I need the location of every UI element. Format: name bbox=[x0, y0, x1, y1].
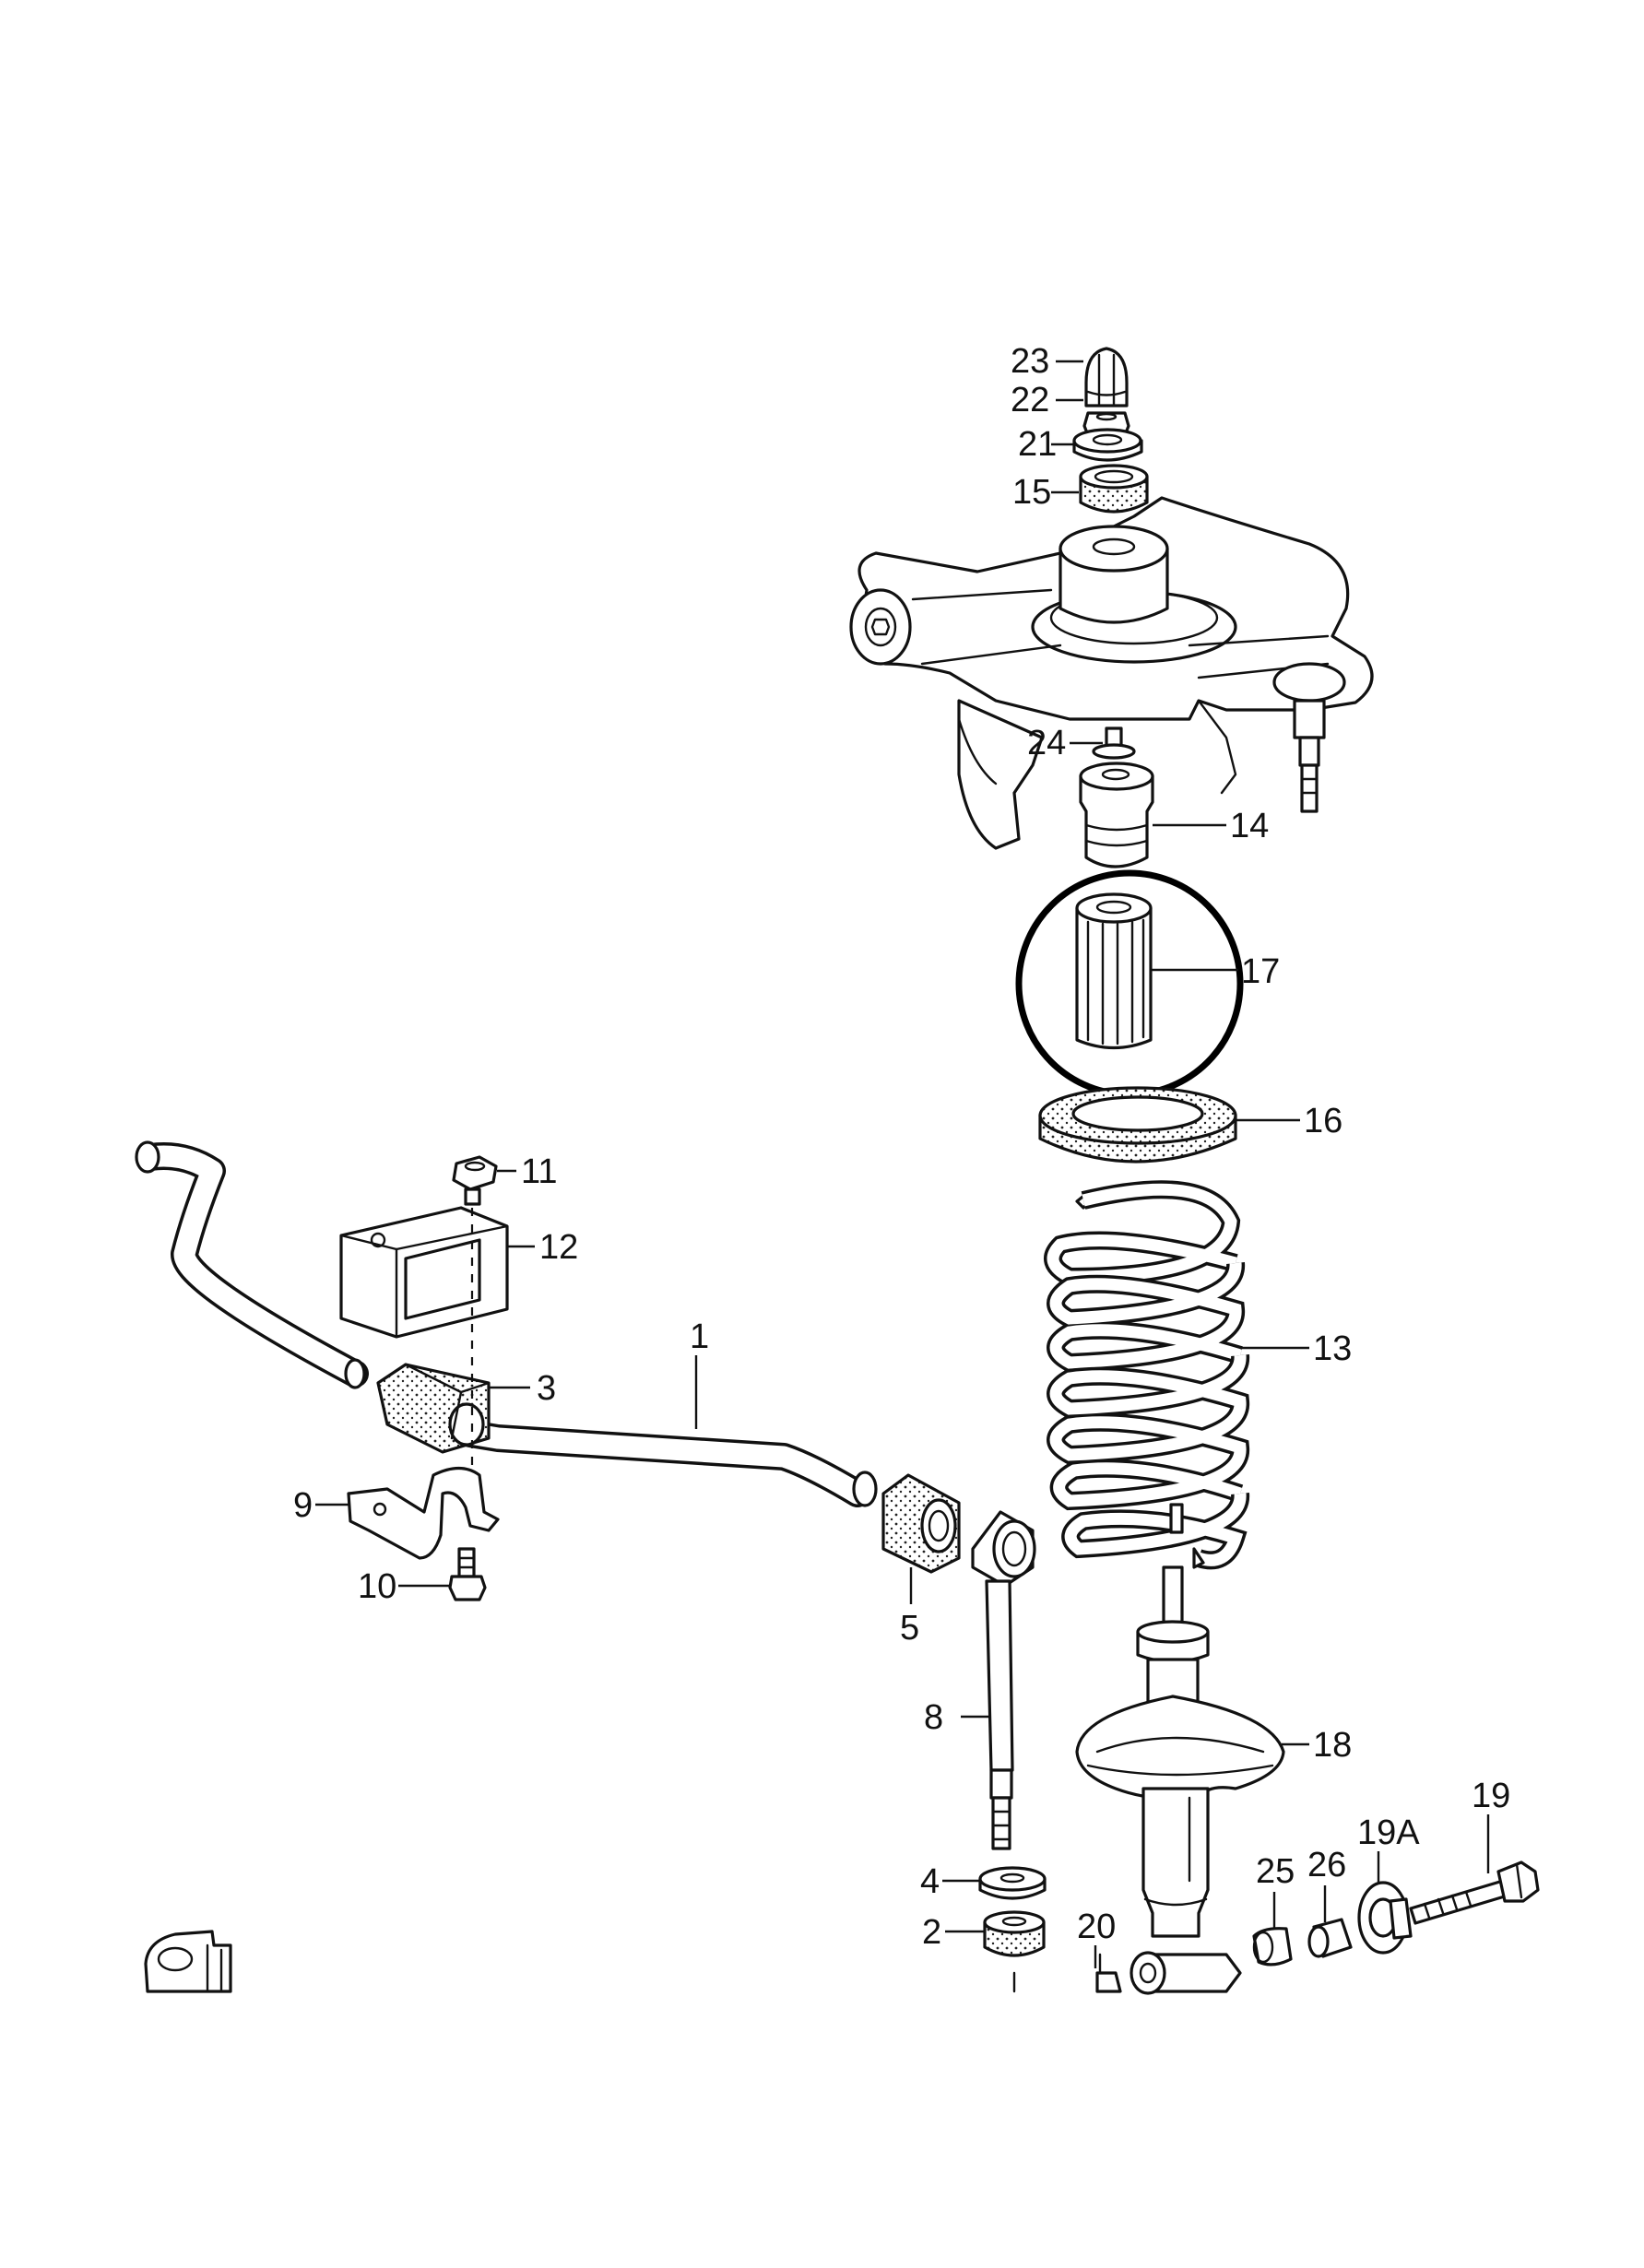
label-25: 25 bbox=[1256, 1852, 1295, 1891]
dust-boot-part bbox=[1075, 892, 1153, 1050]
bump-stop-part bbox=[1079, 762, 1154, 868]
leader-lines bbox=[315, 360, 1490, 1968]
eccentric-washer-part bbox=[1357, 1881, 1413, 1955]
label-16: 16 bbox=[1304, 1102, 1342, 1140]
part-labels: 23 22 21 15 24 14 17 16 13 18 11 12 3 1 … bbox=[293, 342, 1510, 1952]
shock-absorber-part bbox=[1075, 1565, 1285, 1995]
label-18: 18 bbox=[1313, 1726, 1352, 1765]
stabilizer-bar-part bbox=[135, 1140, 878, 1507]
label-4: 4 bbox=[920, 1862, 940, 1901]
label-21: 21 bbox=[1018, 425, 1057, 464]
label-12: 12 bbox=[539, 1228, 578, 1267]
label-10: 10 bbox=[358, 1567, 396, 1606]
label-19a: 19A bbox=[1357, 1813, 1420, 1852]
label-1: 1 bbox=[690, 1317, 709, 1356]
washer-part bbox=[1072, 428, 1143, 462]
label-3: 3 bbox=[537, 1369, 556, 1408]
label-20: 20 bbox=[1077, 1908, 1116, 1946]
upper-bushing-part bbox=[1079, 464, 1149, 514]
label-9: 9 bbox=[293, 1486, 313, 1525]
label-24: 24 bbox=[1027, 724, 1066, 762]
end-link-part bbox=[971, 1510, 1036, 1850]
end-link-lower-bushing-part bbox=[983, 1910, 1046, 1993]
label-5: 5 bbox=[900, 1609, 919, 1648]
bracket-part bbox=[347, 1466, 500, 1560]
label-17: 17 bbox=[1241, 952, 1280, 991]
eccentric-bolt-part bbox=[1409, 1860, 1540, 1925]
stabilizer-bushing-part bbox=[376, 1363, 491, 1454]
clamp-cover-part bbox=[339, 1206, 509, 1339]
spacer-sleeve-part bbox=[1307, 1918, 1353, 1958]
label-14: 14 bbox=[1230, 807, 1269, 845]
cap-nut-part bbox=[1084, 347, 1129, 408]
lower-mount-bolt-part bbox=[1095, 1953, 1122, 1993]
upper-control-arm bbox=[849, 496, 1374, 850]
label-23: 23 bbox=[1011, 342, 1049, 381]
label-11: 11 bbox=[521, 1152, 557, 1191]
partial-part-bottom-left bbox=[144, 1930, 232, 1993]
label-13: 13 bbox=[1313, 1329, 1352, 1368]
end-link-bushing-part bbox=[881, 1473, 961, 1574]
bracket-bolt-part bbox=[448, 1547, 487, 1601]
stud-part bbox=[1092, 726, 1136, 760]
label-8: 8 bbox=[924, 1698, 943, 1737]
spring-pad-part bbox=[1038, 1086, 1237, 1164]
end-link-washer-part bbox=[978, 1866, 1047, 1900]
label-2: 2 bbox=[922, 1913, 941, 1952]
label-22: 22 bbox=[1011, 381, 1049, 419]
clamp-nut-part bbox=[452, 1155, 498, 1206]
coil-spring-part bbox=[1044, 1180, 1250, 1570]
label-26: 26 bbox=[1307, 1846, 1346, 1884]
label-19: 19 bbox=[1472, 1777, 1510, 1815]
bushing-sleeve-part bbox=[1252, 1927, 1293, 1967]
label-15: 15 bbox=[1012, 473, 1051, 512]
